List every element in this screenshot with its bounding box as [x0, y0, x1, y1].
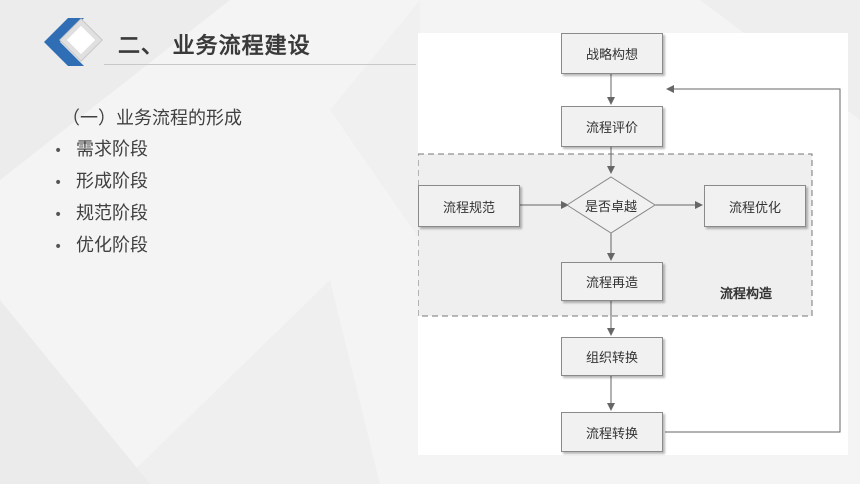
node-rebuild: 流程再造: [561, 262, 663, 301]
bullet-icon: •: [54, 207, 63, 223]
title-divider: [104, 64, 416, 65]
list-item: • 规范阶段: [54, 200, 148, 232]
bullet-icon: •: [54, 239, 63, 255]
flowchart-panel: 战略构想 流程评价 是否卓越 流程规范 流程优化 流程再造 流程构造 组织转换 …: [418, 33, 848, 455]
slide-title: 二、 业务流程建设: [118, 34, 311, 59]
list-item: • 优化阶段: [54, 232, 148, 264]
flowchart-connectors: [418, 74, 841, 433]
bullet-text: 需求阶段: [76, 139, 148, 160]
node-optimize: 流程优化: [704, 185, 806, 227]
bullet-icon: •: [54, 175, 63, 191]
slide-logo: [44, 18, 103, 66]
bullet-list: • 需求阶段 • 形成阶段 • 规范阶段 • 优化阶段: [54, 136, 148, 264]
list-item: • 形成阶段: [54, 168, 148, 200]
bullet-text: 优化阶段: [76, 235, 148, 256]
group-label: 流程构造: [720, 287, 773, 302]
section-subheading: （一）业务流程的形成: [62, 108, 242, 129]
decision-diamond: [566, 176, 656, 234]
node-process-transform: 流程转换: [561, 412, 663, 452]
node-org-transform: 组织转换: [561, 337, 663, 376]
list-item: • 需求阶段: [54, 136, 148, 168]
bullet-icon: •: [54, 143, 63, 159]
node-decision-label: 是否卓越: [584, 200, 637, 215]
node-strategy: 战略构想: [561, 33, 663, 74]
node-standardize: 流程规范: [418, 185, 520, 227]
node-evaluate: 流程评价: [561, 106, 663, 147]
bullet-text: 规范阶段: [76, 203, 148, 224]
bullet-text: 形成阶段: [76, 171, 148, 192]
